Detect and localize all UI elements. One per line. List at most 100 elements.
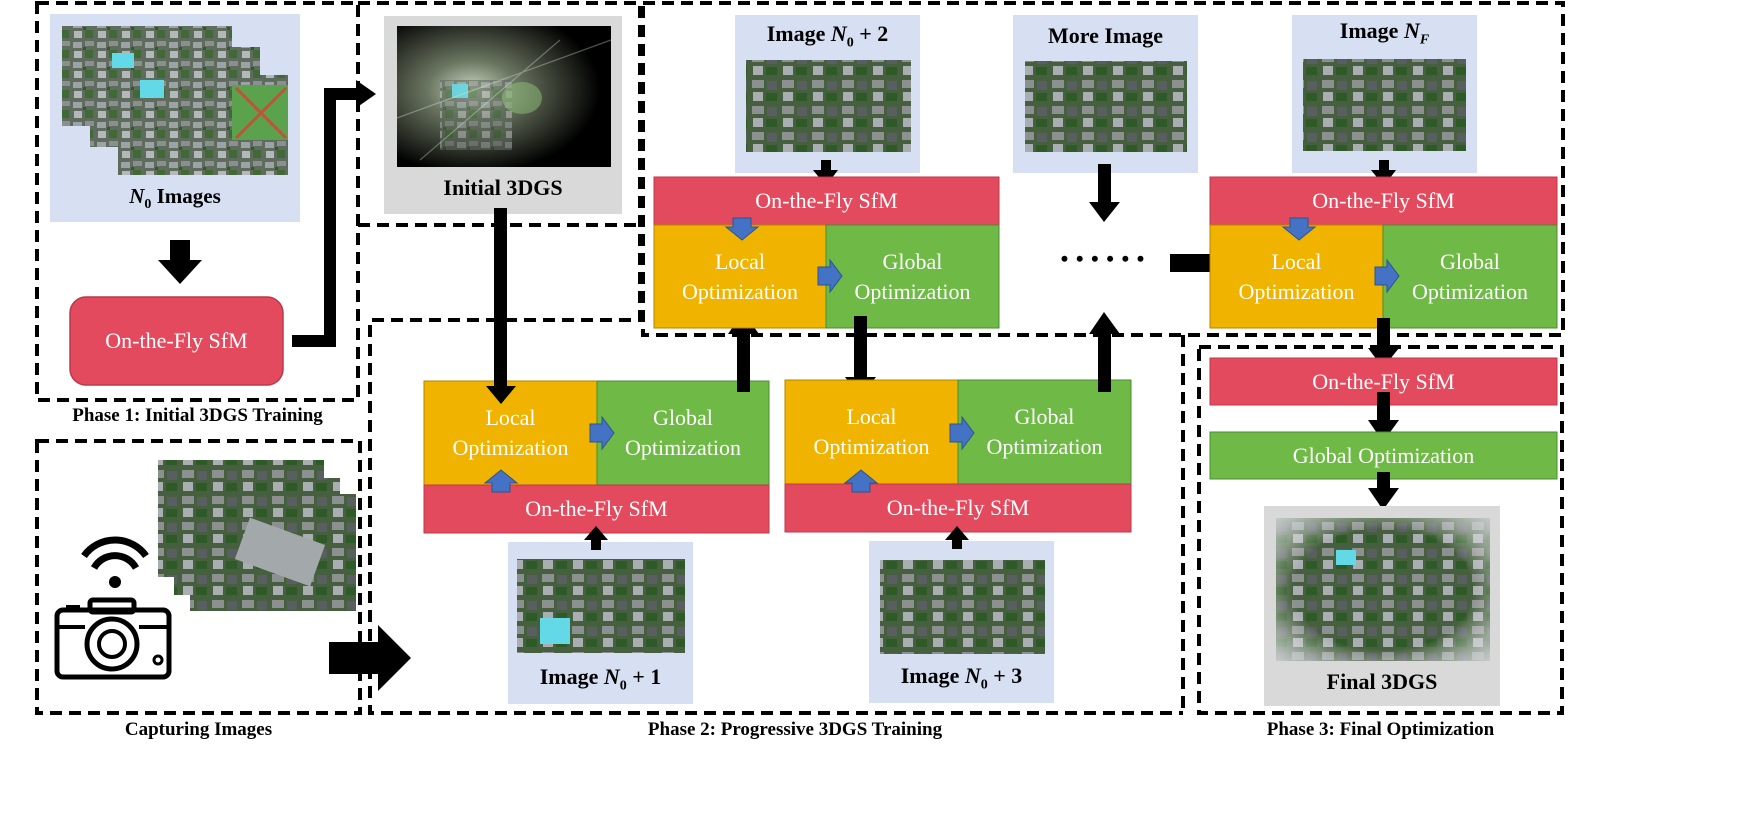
blockA-global bbox=[596, 380, 770, 486]
phase1-region bbox=[35, 1, 360, 402]
img-n0-3-rest: + 3 bbox=[987, 663, 1023, 688]
blockA-blue-arrow-right bbox=[589, 415, 615, 451]
img-nf-sub: F bbox=[1419, 32, 1430, 48]
blockB-global-line1: Global bbox=[1014, 404, 1075, 429]
blockA-global-label: Global Optimization bbox=[597, 381, 769, 485]
final-3dgs-fade bbox=[1276, 518, 1490, 661]
img-n0-3-photo bbox=[880, 560, 1045, 654]
blockA-local-label: Local Optimization bbox=[424, 381, 597, 485]
topblock-global-label: Global Optimization bbox=[826, 225, 999, 328]
phase3-title: Phase 3: Final Optimization bbox=[1266, 719, 1495, 740]
initial-3dgs-details bbox=[396, 39, 612, 161]
blockB-global-label: Global Optimization bbox=[958, 380, 1131, 484]
blockA-blue-arrow-up bbox=[483, 469, 519, 493]
arrow-n0-1-up bbox=[584, 526, 608, 550]
arrow-blockB-to-dots bbox=[1089, 312, 1120, 392]
n0-images-label-var: N bbox=[129, 184, 145, 208]
blockB-blue-arrow-right bbox=[949, 415, 975, 451]
topblock-sfm bbox=[653, 176, 1000, 226]
blockB-local-line2: Optimization bbox=[813, 434, 930, 459]
initial-3dgs-label: Initial 3DGS bbox=[443, 175, 563, 200]
topblock-local-label: Local Optimization bbox=[654, 225, 826, 328]
ellipsis: • • • • • • bbox=[1060, 246, 1146, 271]
blockB-sfm bbox=[784, 483, 1132, 533]
topblock-local-line1: Local bbox=[714, 248, 766, 274]
blockA-local-line1: Local bbox=[485, 405, 536, 430]
nfblock-global-label: Global Optimization bbox=[1383, 225, 1557, 328]
img-nf-photo bbox=[1303, 59, 1466, 151]
img-n0-3-label: Image N0 + 3 bbox=[900, 663, 1023, 693]
more-image-photo bbox=[1025, 61, 1187, 152]
img-n0-1-sub: 0 bbox=[619, 678, 627, 694]
n0-images-label-text: Images bbox=[151, 184, 221, 208]
blockA-global-line2: Optimization bbox=[624, 435, 742, 460]
nfblock-local-label: Local Optimization bbox=[1210, 225, 1383, 328]
blockA-local bbox=[423, 380, 598, 486]
blockA-global-line1: Global bbox=[653, 405, 713, 430]
phase1-sfm-label: On-the-Fly SfM bbox=[105, 328, 248, 353]
blockA-sfm bbox=[423, 484, 770, 534]
nfblock-global bbox=[1382, 224, 1558, 329]
blockB-sfm-label: On-the-Fly SfM bbox=[886, 495, 1030, 520]
phase3-global bbox=[1209, 431, 1558, 480]
n0-images-label-sub: 0 bbox=[144, 197, 152, 213]
more-image-label: More Image bbox=[1047, 23, 1164, 48]
arrow-phase3-sfm-to-global bbox=[1368, 392, 1399, 442]
blockA-sfm-label: On-the-Fly SfM bbox=[525, 496, 668, 521]
nfblock-global-line2: Optimization bbox=[1411, 278, 1529, 304]
arrow-sfm-to-initial bbox=[292, 80, 376, 347]
arrow-phase3-global-to-final bbox=[1368, 472, 1399, 510]
arrow-n0-3-up bbox=[945, 526, 969, 549]
nfblock-blue-arrow-down bbox=[1281, 217, 1317, 241]
nfblock-local-line1: Local bbox=[1271, 248, 1322, 274]
topblock-local-line2: Optimization bbox=[681, 278, 799, 304]
n0-images-label: N0 Images bbox=[50, 184, 300, 213]
img-n0-2-var: N bbox=[830, 21, 847, 46]
phase3-sfm-label: On-the-Fly SfM bbox=[1312, 368, 1455, 394]
img-nf-label: Image NF bbox=[1339, 18, 1430, 48]
topblock-local bbox=[653, 224, 827, 329]
phase1-title: Phase 1: Initial 3DGS Training bbox=[72, 405, 323, 426]
blockB-global-line2: Optimization bbox=[986, 434, 1103, 459]
img-n0-1-label: Image N0 + 1 bbox=[539, 664, 662, 694]
img-nf-var: N bbox=[1403, 18, 1420, 43]
blockB-local-label: Local Optimization bbox=[785, 380, 958, 484]
blockB-local bbox=[784, 379, 959, 485]
phase2-title: Phase 2: Progressive 3DGS Training bbox=[647, 719, 943, 740]
img-n0-2-photo bbox=[746, 60, 911, 152]
topblock-sfm-label: On-the-Fly SfM bbox=[755, 188, 898, 213]
nfblock-local bbox=[1209, 224, 1384, 329]
topblock-blue-arrow-right bbox=[817, 258, 843, 294]
down-arrow-phase1 bbox=[158, 240, 202, 284]
nfblock-local-line2: Optimization bbox=[1238, 278, 1355, 304]
img-n0-3-var: N bbox=[964, 663, 981, 688]
img-n0-1-rest: + 1 bbox=[626, 664, 662, 689]
topblock-global-line1: Global bbox=[882, 248, 943, 274]
capture-title: Capturing Images bbox=[124, 719, 273, 740]
arrow-more-down bbox=[1089, 164, 1120, 222]
arrow-capture-to-phase2 bbox=[329, 625, 411, 691]
capture-stack bbox=[158, 460, 356, 611]
nfblock-sfm-label: On-the-Fly SfM bbox=[1312, 188, 1455, 213]
phase1-sfm-box bbox=[69, 296, 284, 386]
final-3dgs-label: Final 3DGS bbox=[1326, 669, 1438, 694]
topblock-global bbox=[825, 224, 1000, 329]
blockA-local-line2: Optimization bbox=[452, 435, 569, 460]
img-n0-3-sub: 0 bbox=[980, 677, 988, 693]
n0-images-stack bbox=[62, 26, 288, 175]
wifi-icon bbox=[81, 536, 149, 588]
phase3-global-label: Global Optimization bbox=[1292, 442, 1475, 468]
camera-icon bbox=[52, 597, 173, 682]
blockB-blue-arrow-up bbox=[843, 469, 879, 493]
img-n0-1-pool bbox=[540, 618, 570, 644]
img-n0-1-var: N bbox=[603, 664, 620, 689]
arrow-initial-to-blockA bbox=[486, 208, 516, 404]
topblock-global-line2: Optimization bbox=[854, 278, 971, 304]
capture-region bbox=[35, 439, 362, 715]
nfblock-sfm bbox=[1209, 176, 1558, 226]
img-n0-2-sub: 0 bbox=[846, 35, 854, 51]
blockB-local-line1: Local bbox=[846, 404, 897, 429]
nfblock-blue-arrow-right bbox=[1374, 258, 1400, 294]
img-n0-2-label: Image N0 + 2 bbox=[766, 21, 889, 51]
